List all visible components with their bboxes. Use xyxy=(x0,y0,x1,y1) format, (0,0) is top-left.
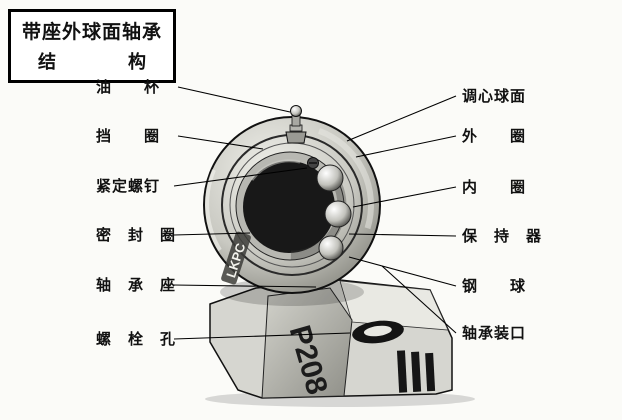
label-bearing-mount-opening: 轴承装口 xyxy=(462,325,527,342)
leader-inner-ring xyxy=(352,186,457,208)
grease-fitting xyxy=(285,105,307,144)
leader-set-screw xyxy=(173,167,308,187)
leader-retaining-ring xyxy=(177,135,264,150)
leader-bearing-housing xyxy=(173,284,317,288)
bolt-slot xyxy=(352,320,404,344)
label-outer-ring: 外 圈 xyxy=(462,128,527,145)
label-steel-ball: 钢 球 xyxy=(462,278,527,295)
label-set-screw: 紧定螺钉 xyxy=(96,178,161,195)
leader-cage xyxy=(348,233,457,237)
cage-and-balls xyxy=(237,150,352,261)
label-oil-cup: 油 杯 xyxy=(96,79,161,96)
leader-bearing-mount-opening xyxy=(381,265,457,334)
base-shadow-bars xyxy=(396,350,436,393)
leader-seal-ring xyxy=(173,232,251,236)
label-inner-ring: 内 圈 xyxy=(462,179,527,196)
leader-aligning-spherical-surface xyxy=(346,95,457,142)
base-block: P208 xyxy=(209,279,453,399)
title-box: 带座外球面轴承 结 构 xyxy=(8,9,176,83)
title-line2: 结 构 xyxy=(38,52,146,72)
leader-oil-cup xyxy=(177,86,291,113)
label-aligning-spherical-surface: 调心球面 xyxy=(462,88,527,105)
leader-bolt-hole xyxy=(173,332,351,340)
label-bearing-housing: 轴 承 座 xyxy=(96,277,177,294)
set-screw-detail xyxy=(307,157,319,169)
leader-outer-ring xyxy=(355,135,457,158)
label-bolt-hole: 螺 栓 孔 xyxy=(96,331,177,348)
label-cage: 保 持 器 xyxy=(462,228,543,245)
label-retaining-ring: 挡 圈 xyxy=(96,128,161,145)
title-line1: 带座外球面轴承 xyxy=(21,22,162,43)
housing-body: LKPC xyxy=(203,116,381,306)
leader-steel-ball xyxy=(348,256,457,287)
label-seal-ring: 密 封 圈 xyxy=(96,227,177,244)
